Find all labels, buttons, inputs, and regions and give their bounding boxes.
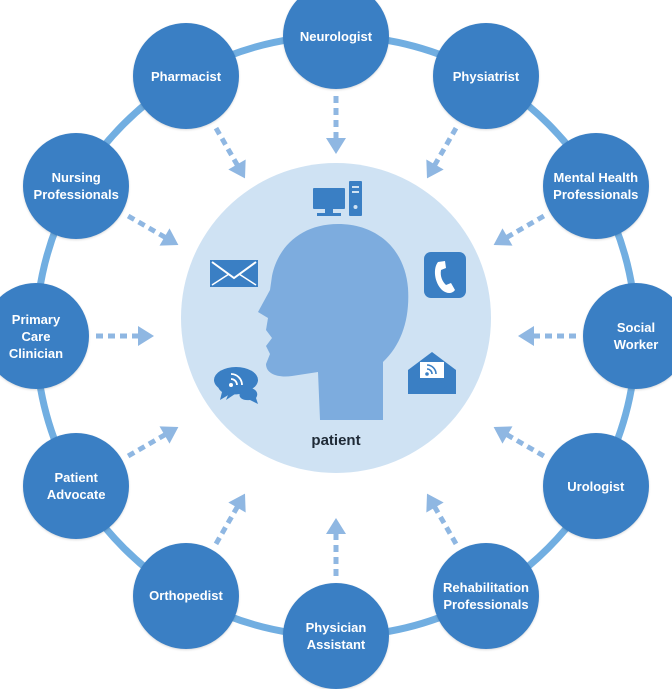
- role-label: Rehabilitation Professionals: [443, 579, 529, 612]
- arrow-primary-care-clinician: [96, 326, 154, 346]
- chat-icon: [214, 367, 258, 404]
- arrow-physician-assistant: [326, 518, 346, 576]
- arrow-neurologist: [326, 96, 346, 154]
- arrow-urologist: [493, 426, 546, 459]
- role-node-rehabilitation-professionals: Rehabilitation Professionals: [433, 542, 539, 649]
- role-node-nursing-professionals: Nursing Professionals: [23, 133, 130, 239]
- role-label: Neurologist: [299, 28, 373, 44]
- arrows-group: [96, 96, 576, 576]
- role-node-social-worker: Social Worker: [583, 283, 672, 389]
- role-node-primary-care-clinician: Primary Care Clinician: [0, 283, 89, 389]
- diagram-background: [32, 32, 640, 640]
- role-node-orthopedist: Orthopedist: [133, 542, 239, 649]
- role-label: Primary Care Clinician: [8, 311, 64, 361]
- email-alert-icon: [408, 352, 456, 394]
- role-label: Urologist: [567, 478, 625, 494]
- role-label: Social Worker: [613, 320, 659, 352]
- role-node-physician-assistant: Physician Assistant: [283, 583, 389, 689]
- arrow-patient-advocate: [126, 426, 179, 459]
- arrow-pharmacist: [213, 126, 246, 179]
- arrow-rehabilitation-professionals: [426, 493, 459, 546]
- role-node-mental-health-professionals: Mental Health Professionals: [542, 133, 649, 239]
- head-silhouette: [258, 224, 409, 420]
- role-node-urologist: Urologist: [542, 433, 649, 539]
- role-label: Physiatrist: [452, 68, 520, 84]
- role-label: Nursing Professionals: [33, 170, 119, 202]
- role-label: Mental Health Professionals: [553, 170, 639, 202]
- role-node-patient-advocate: Patient Advocate: [23, 433, 130, 539]
- role-label: Pharmacist: [150, 68, 222, 84]
- role-node-neurologist: Neurologist: [283, 0, 389, 89]
- role-label: Physician Assistant: [305, 620, 367, 652]
- role-label: Patient Advocate: [46, 470, 106, 502]
- role-label: Orthopedist: [149, 588, 223, 604]
- arrow-mental-health-professionals: [493, 213, 546, 246]
- patient-label: patient: [311, 432, 361, 449]
- phone-icon: [424, 252, 466, 298]
- arrow-social-worker: [518, 326, 576, 346]
- role-node-physiatrist: Physiatrist: [433, 23, 539, 130]
- role-node-pharmacist: Pharmacist: [133, 23, 239, 130]
- arrow-physiatrist: [426, 126, 459, 179]
- computer-icon: [313, 181, 362, 216]
- arrow-nursing-professionals: [126, 213, 179, 246]
- arrow-orthopedist: [213, 493, 246, 546]
- email-icon: [210, 260, 258, 287]
